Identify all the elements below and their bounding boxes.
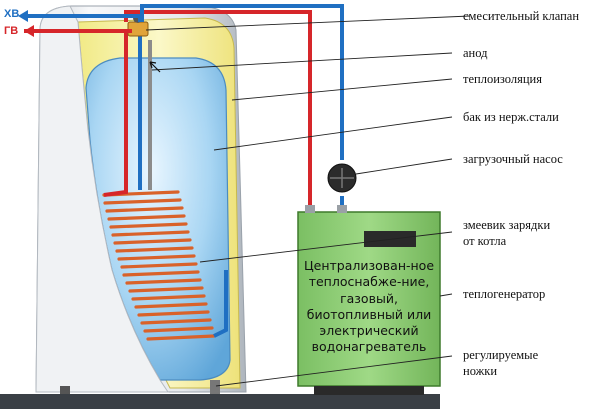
casing-front xyxy=(35,5,169,393)
generator-pipe-stub-blue xyxy=(337,205,347,213)
cold-water-inlet xyxy=(22,14,142,22)
leader-lines xyxy=(145,15,471,387)
label-anode: анод xyxy=(463,46,488,60)
cold-water-label: ХВ xyxy=(4,8,20,20)
pump-impeller xyxy=(330,168,354,188)
label-mixing-valve: смесительный клапан xyxy=(463,9,580,23)
anode-rod xyxy=(148,40,152,190)
label-load-pump: загрузочный насос xyxy=(463,152,563,166)
label-coil-line2: от котла xyxy=(463,234,507,248)
floor-base xyxy=(0,394,440,409)
generator-pipe-stub-red xyxy=(305,205,315,213)
cold-inlet-arrow xyxy=(18,10,28,22)
hot-outlet-arrow xyxy=(24,25,34,37)
label-stainless-tank: бак из нерж.стали xyxy=(463,110,559,124)
generator-base xyxy=(314,386,424,395)
anode-pointer-arrow xyxy=(149,61,161,73)
label-feet-line1: регулируемые xyxy=(463,348,539,362)
heating-coil xyxy=(102,190,216,341)
label-heat-generator: теплогенератор xyxy=(463,287,546,301)
label-coil-line1: змеевик зарядки xyxy=(463,218,551,232)
generator-description: Централизован-ное теплоснабже-ние, газов… xyxy=(303,258,435,355)
coil-return-pipe xyxy=(213,270,228,338)
coil-inlet-pipe xyxy=(103,30,128,197)
foot-left xyxy=(60,386,70,394)
label-insulation: теплоизоляция xyxy=(463,72,542,86)
hot-water-label: ГВ xyxy=(4,25,19,37)
label-feet-line2: ножки xyxy=(463,364,498,378)
foot-right xyxy=(210,380,220,394)
